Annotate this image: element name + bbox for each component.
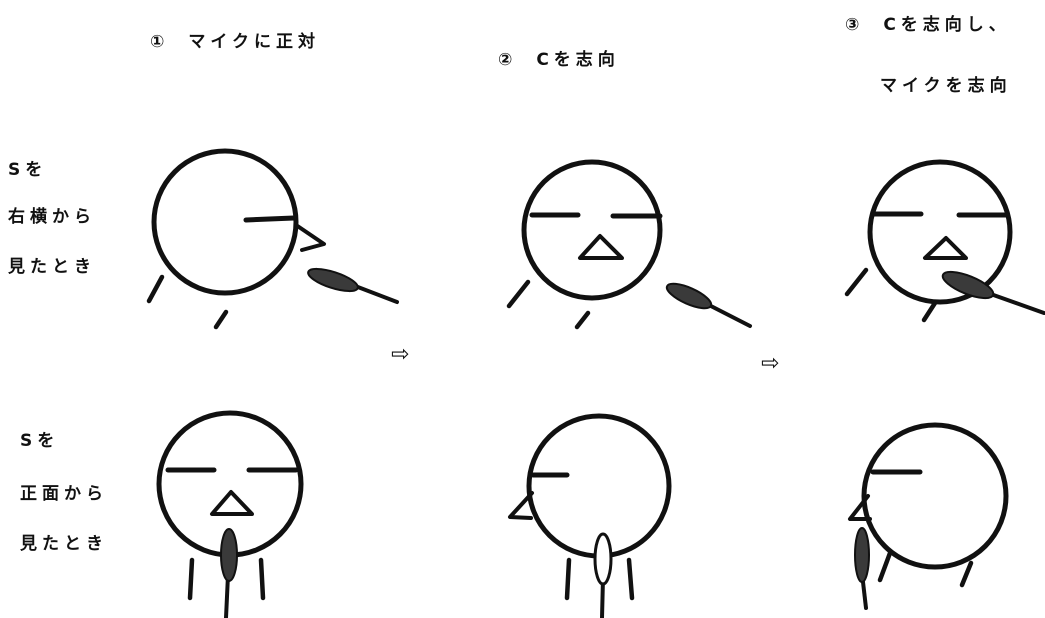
head-circle	[861, 422, 1009, 570]
leg-left	[187, 557, 195, 601]
figure-r2c2	[508, 413, 672, 618]
mic-cable	[861, 580, 868, 610]
mic-head	[665, 282, 713, 310]
row-2-label-line3: 見たとき	[20, 534, 108, 554]
row-1-label-line3: 見たとき	[8, 257, 96, 277]
leg-right	[626, 557, 635, 601]
column-2-number: ②	[498, 50, 518, 70]
mic-head	[307, 267, 359, 293]
mic-cable	[983, 290, 1045, 315]
figure-r1c2	[506, 159, 752, 330]
arm-right	[921, 300, 938, 323]
arm-left	[506, 279, 531, 309]
microphone	[665, 282, 752, 328]
arm-right	[574, 310, 591, 330]
column-3-header-line1: ③ Cを志向し、	[845, 17, 1011, 34]
eyebrow	[243, 215, 297, 223]
arrow-1: ⇨	[391, 342, 410, 367]
leg-right	[959, 560, 974, 588]
nose	[294, 223, 326, 252]
head-circle	[867, 159, 1013, 305]
nose	[508, 491, 534, 520]
row-2-label-line1: Sを	[20, 431, 60, 451]
leg-right	[258, 557, 266, 601]
figure-r2c3	[848, 422, 1009, 610]
nose	[210, 490, 254, 516]
row-1-label-line1: Sを	[8, 160, 48, 180]
leg-left	[877, 550, 893, 583]
arrow-2: ⇨	[761, 351, 780, 376]
figure-r2c1	[156, 410, 304, 618]
microphone	[854, 527, 870, 610]
row-2-label-line2: 正面から	[20, 484, 108, 504]
leg-left	[564, 557, 572, 601]
mic-cable	[224, 573, 230, 618]
arm-right	[213, 309, 229, 330]
microphone	[941, 270, 1045, 315]
figure-r1c3	[844, 159, 1045, 323]
mic-cable	[703, 301, 752, 328]
microphone	[307, 267, 399, 304]
figure-r1c1	[146, 148, 399, 330]
column-1-header: ① マイクに正対	[150, 34, 320, 51]
mic-head	[854, 527, 870, 583]
microphone	[220, 528, 238, 618]
column-2-label: Cを志向	[536, 50, 620, 70]
column-3-label-line1: Cを志向し、	[883, 15, 1011, 35]
nose	[923, 236, 968, 260]
row-1-label-line2: 右横から	[8, 207, 96, 227]
column-3-label-line2: マイクを志向	[880, 76, 1012, 96]
microphone	[593, 532, 613, 618]
mic-head	[220, 528, 238, 582]
mic-head	[593, 532, 613, 586]
head-circle	[521, 159, 663, 301]
nose	[848, 494, 872, 521]
column-1-label: マイクに正対	[188, 32, 320, 52]
nose	[578, 234, 624, 260]
arm-left	[844, 267, 869, 297]
column-1-number: ①	[150, 32, 170, 52]
column-2-header: ② Cを志向	[498, 52, 620, 69]
head-circle	[151, 148, 299, 296]
arm-left	[146, 274, 165, 304]
mic-head	[941, 270, 995, 300]
column-3-number: ③	[845, 15, 865, 35]
